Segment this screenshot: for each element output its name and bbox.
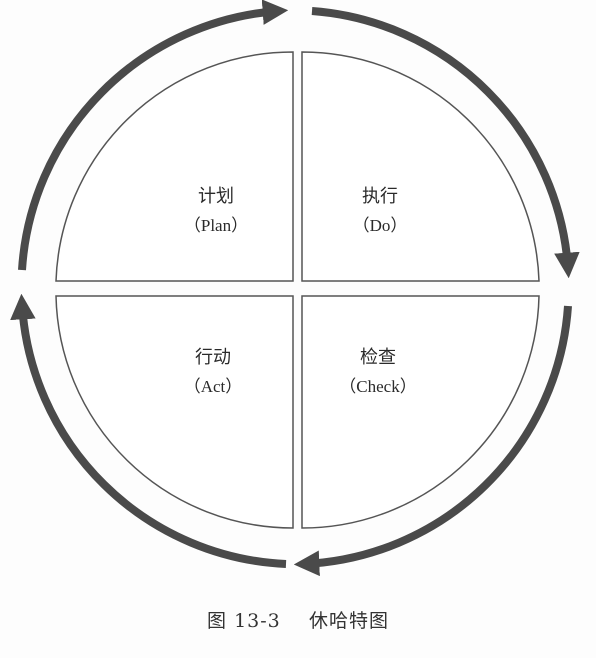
- arrow-do-to-check: [293, 305, 572, 577]
- figure-caption: 图 13-3 休哈特图: [0, 606, 596, 633]
- figure-title: 休哈特图: [308, 610, 389, 632]
- plan-title: 计划: [198, 186, 234, 207]
- quadrant-plan: [55, 51, 294, 282]
- do-title: 执行: [362, 186, 398, 207]
- quadrant-act: [55, 295, 294, 529]
- cycle-arrows: [10, 0, 580, 577]
- arrow-plan-to-do: [311, 7, 580, 279]
- do-subtitle: （Do）: [353, 216, 408, 235]
- act-title: 行动: [195, 347, 231, 368]
- figure-number: 图 13-3: [207, 610, 281, 632]
- arrow-check-to-act: [10, 293, 287, 568]
- plan-subtitle: （Plan）: [184, 216, 248, 235]
- quadrant-check: [301, 295, 540, 529]
- arrow-act-to-plan: [18, 0, 289, 271]
- quadrant-labels: 计划 （Plan） 执行 （Do） 行动 （Act） 检查 （Check）: [184, 186, 417, 396]
- check-title: 检查: [360, 347, 396, 368]
- pdca-cycle-diagram: 计划 （Plan） 执行 （Do） 行动 （Act） 检查 （Check）: [10, 0, 580, 577]
- check-subtitle: （Check）: [339, 377, 416, 396]
- quadrant-do: [301, 51, 540, 282]
- quadrants: [55, 51, 540, 529]
- act-subtitle: （Act）: [184, 377, 243, 396]
